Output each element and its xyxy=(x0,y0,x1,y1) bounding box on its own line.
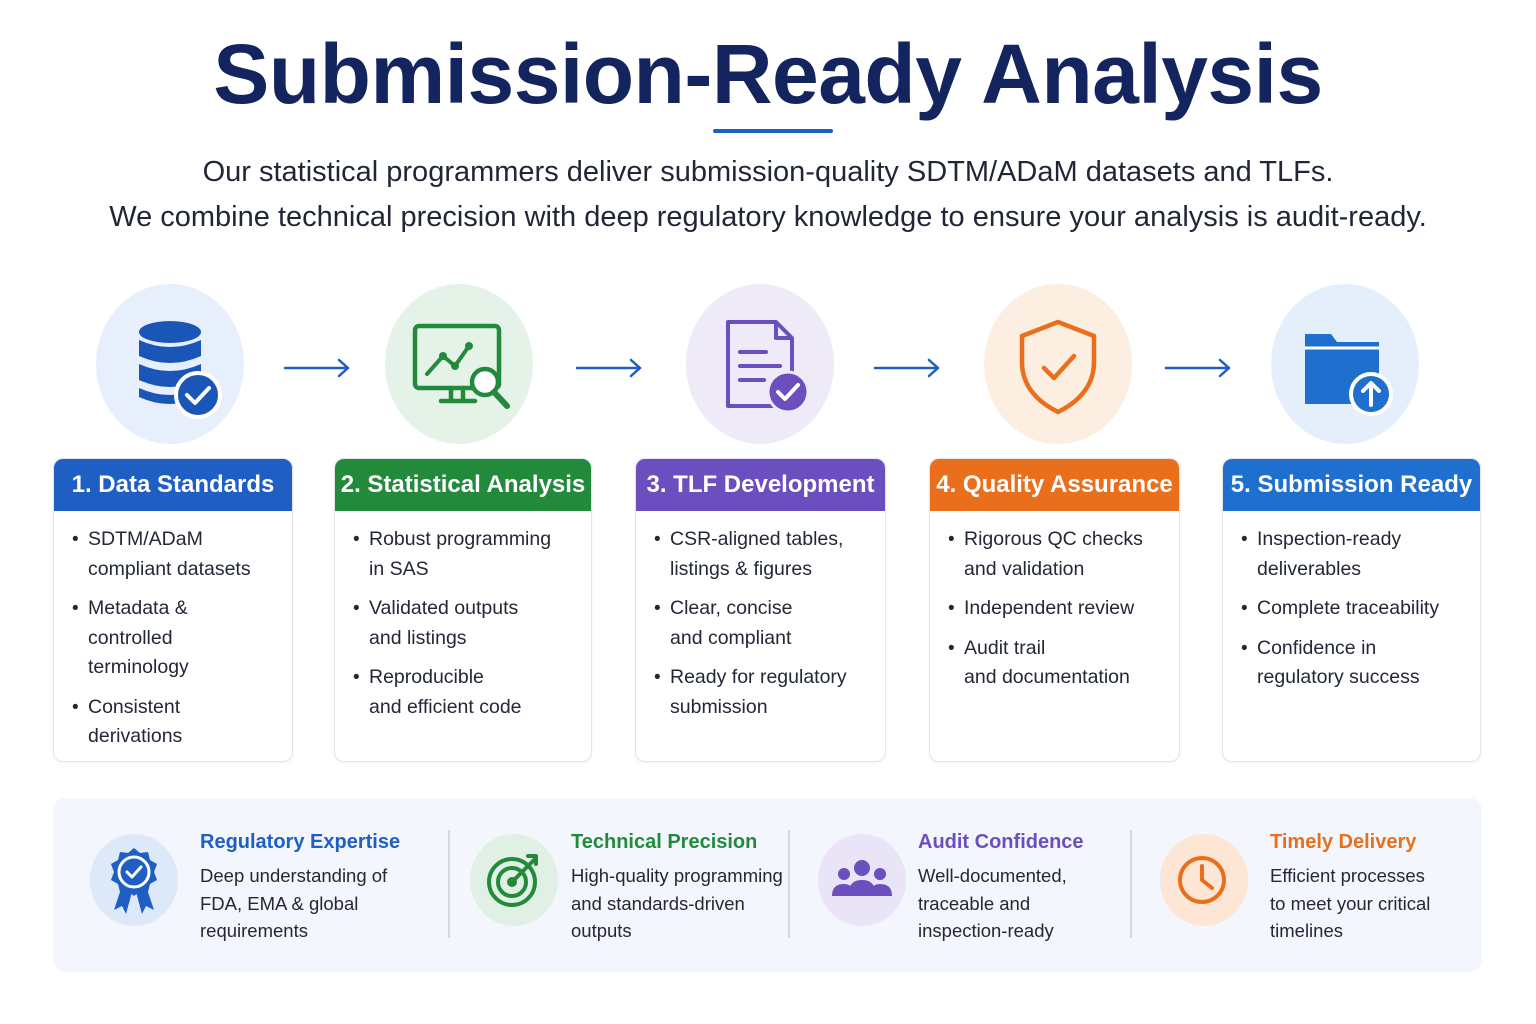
bullet-item: Complete traceability xyxy=(1241,594,1462,624)
step-bullets: CSR-aligned tables,listings & figures Cl… xyxy=(636,511,885,722)
benefit-title: Timely Delivery xyxy=(1270,831,1417,853)
bullet-item: Independent review xyxy=(948,594,1161,624)
bullet-item: CSR-aligned tables,listings & figures xyxy=(654,525,867,584)
step-2-icon-circle xyxy=(385,284,533,444)
step-card-quality-assurance: 4. Quality Assurance Rigorous QC checksa… xyxy=(929,458,1180,762)
award-ribbon-icon xyxy=(111,848,157,914)
document-check-icon xyxy=(726,320,810,414)
monitor-chart-magnifier-icon xyxy=(412,323,510,409)
benefit-icon-circle xyxy=(1160,834,1248,926)
shield-check-icon xyxy=(1019,319,1097,415)
clock-icon xyxy=(1178,856,1226,904)
benefit-title: Regulatory Expertise xyxy=(200,831,401,853)
database-check-icon xyxy=(139,321,222,419)
divider xyxy=(448,830,450,938)
step-5-icon-circle xyxy=(1271,284,1419,444)
step-card-tlf-development: 3. TLF Development CSR-aligned tables,li… xyxy=(635,458,886,762)
title-underline xyxy=(713,129,833,133)
benefit-icon-circle xyxy=(470,834,558,926)
step-title: 3. TLF Development xyxy=(636,459,885,511)
step-1-icon-circle xyxy=(96,284,244,444)
folder-upload-icon xyxy=(1305,334,1393,416)
step-title: 1. Data Standards xyxy=(54,459,292,511)
step-title: 5. Submission Ready xyxy=(1223,459,1480,511)
benefit-title: Technical Precision xyxy=(571,831,758,853)
step-card-statistical-analysis: 2. Statistical Analysis Robust programmi… xyxy=(334,458,592,762)
target-icon xyxy=(487,854,538,907)
step-card-submission-ready: 5. Submission Ready Inspection-readydeli… xyxy=(1222,458,1481,762)
step-3-icon-circle xyxy=(686,284,834,444)
page-title: Submission-Ready Analysis xyxy=(213,27,1323,121)
arrow-right-icon xyxy=(873,358,940,378)
people-group-icon xyxy=(832,860,892,896)
benefit-icon-circle xyxy=(90,834,178,926)
step-4-icon-circle xyxy=(984,284,1132,444)
divider xyxy=(788,830,790,938)
subtitle-line-1: Our statistical programmers deliver subm… xyxy=(202,156,1334,188)
subtitle-line-2: We combine technical precision with deep… xyxy=(109,201,1427,233)
arrow-right-icon xyxy=(1164,358,1231,378)
step-title: 2. Statistical Analysis xyxy=(335,459,591,511)
divider xyxy=(1130,830,1132,938)
arrow-right-icon xyxy=(283,358,350,378)
arrow-right-icon xyxy=(575,358,642,378)
benefit-icon-circle xyxy=(818,834,906,926)
step-title: 4. Quality Assurance xyxy=(930,459,1179,511)
benefit-title: Audit Confidence xyxy=(918,831,1084,853)
